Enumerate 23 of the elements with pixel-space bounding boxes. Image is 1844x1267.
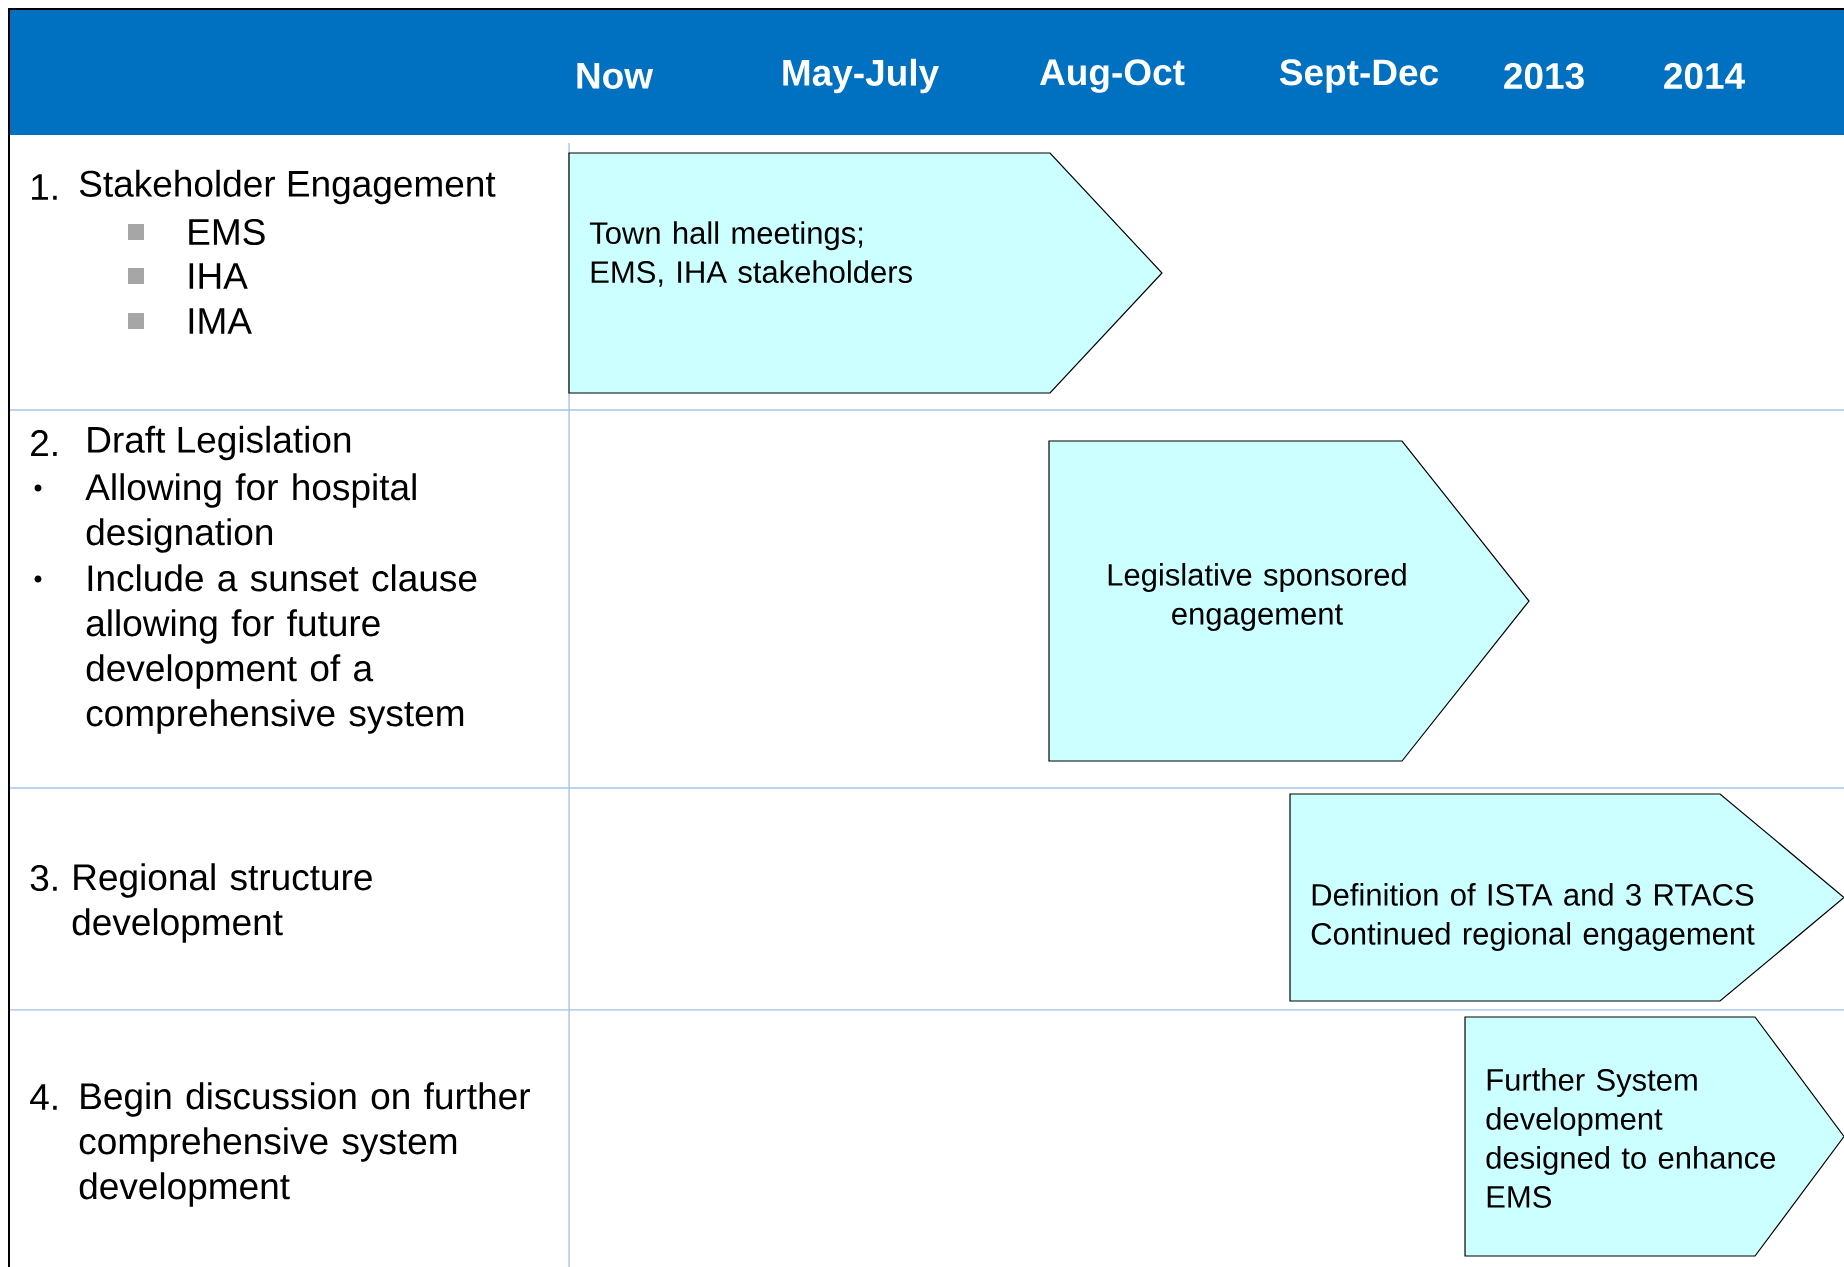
column-heading: Now bbox=[577, 63, 654, 89]
column-heading: 2014 bbox=[1664, 62, 1745, 90]
chevron-box: Further System development designed to enhance EMS bbox=[1464, 1016, 1844, 1257]
row-label: Stakeholder Engagement bbox=[79, 169, 496, 205]
row-label: 2. bbox=[31, 430, 57, 456]
chevron-box: Legislative sponsored engagement bbox=[1048, 440, 1530, 762]
row-label: Draft Legislation bbox=[88, 425, 351, 461]
row-label: Regional structure development bbox=[72, 863, 372, 943]
row-label: Include a sunset clause allowing for future development of a comprehensive system bbox=[86, 564, 477, 734]
column-heading: May-July bbox=[783, 58, 939, 94]
chevron-box: Town hall meetings; EMS, IHA stakeholders bbox=[568, 152, 1163, 394]
row-label: 1. bbox=[32, 174, 57, 200]
row-label: Allowing for hospital designation bbox=[85, 473, 416, 553]
row-label: EMS bbox=[189, 218, 265, 246]
column-heading: 2013 bbox=[1504, 62, 1584, 90]
row-label: 3. bbox=[30, 864, 57, 892]
row-label: Begin discussion on further comprehensive system development bbox=[79, 1082, 530, 1207]
row-label: 4. bbox=[30, 1084, 57, 1110]
column-heading: Aug-Oct bbox=[1040, 59, 1185, 93]
row-label: IHA bbox=[189, 263, 248, 289]
row-label: IMA bbox=[189, 308, 252, 334]
column-heading: Sept-Dec bbox=[1279, 59, 1439, 93]
chevron-box: Definition of ISTA and 3 RTACS Continued regional engagement bbox=[1289, 793, 1844, 1002]
